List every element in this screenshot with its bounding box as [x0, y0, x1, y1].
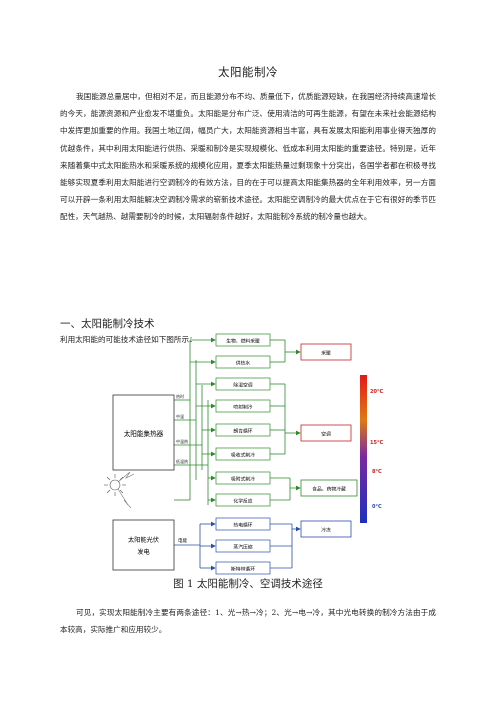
thermal-route-lines [174, 337, 216, 505]
application-label: 采暖 [321, 350, 331, 357]
application-label: 食品、药物冷藏 [312, 486, 346, 493]
temperature-scale: 20°C 15°C 8°C 0°C [360, 375, 383, 523]
process-label: 生物、燃料采暖 [226, 338, 260, 345]
section-heading: 一、太阳能制冷技术 [60, 318, 155, 330]
solar-collector-label: 太阳能集热器 [124, 429, 164, 438]
process-label: 供热水 [236, 360, 251, 367]
collector-side-label: 热时 [176, 393, 184, 399]
sun-icon [104, 471, 135, 509]
process-label: 化学反应 [233, 498, 252, 505]
figure-caption: 图 1 太阳能制冷、空调技术途径 [173, 578, 323, 590]
temperature-label: 20°C [370, 389, 383, 395]
solar-pv-label-line2: 发电 [137, 548, 149, 556]
process-label: 除湿空调 [233, 382, 252, 389]
electric-route-lines [174, 521, 301, 571]
middle-process-boxes: 生物、燃料采暖 供热水 除湿空调 喷射制冷 朗肯循环 吸收式制冷 吸附式制冷 化… [215, 333, 271, 575]
process-label: 吸收式制冷 [231, 452, 255, 459]
collector-temperature-labels: 热时 中温 中温热 低温热 [176, 393, 188, 464]
application-label: 冷冻 [321, 527, 331, 534]
process-label: 吸附式制冷 [231, 476, 255, 483]
collector-side-label: 低温热 [176, 458, 188, 464]
output-route-lines [270, 339, 301, 501]
temperature-label: 8°C [372, 469, 382, 475]
application-boxes: 采暖 空调 食品、药物冷藏 冷冻 [300, 343, 358, 538]
solar-pv-box: 太阳能光伏 发电 电能 [112, 519, 187, 571]
intro-paragraph: 我国能源总量居中，但相对不足，而且能源分布不均、质量低下，优质能源短缺，在我国经… [60, 92, 436, 222]
process-label: 喷射制冷 [233, 404, 252, 411]
process-label: 朗肯循环 [233, 428, 252, 435]
solar-collector-box: 太阳能集热器 [112, 394, 175, 471]
application-label: 空调 [321, 431, 331, 438]
temperature-label: 0°C [372, 504, 382, 510]
collector-side-label: 中温 [176, 413, 184, 419]
process-label: 热电循环 [233, 522, 252, 529]
collector-side-label: 中温热 [176, 438, 188, 444]
page-title: 太阳能制冷 [218, 65, 278, 79]
process-label: 蒸汽压缩 [233, 544, 252, 551]
closing-paragraph: 可见，实现太阳能制冷主要有两条途径：1、光→热→冷；2、光→电→冷，其中光电转换… [60, 608, 436, 635]
section-intro: 利用太阳能的可能技术途径如下图所示： [60, 335, 197, 344]
process-label: 斯特林循环 [231, 566, 255, 573]
electricity-label: 电能 [178, 537, 187, 544]
temperature-label: 15°C [370, 440, 383, 446]
solar-pv-label-line1: 太阳能光伏 [128, 536, 159, 544]
